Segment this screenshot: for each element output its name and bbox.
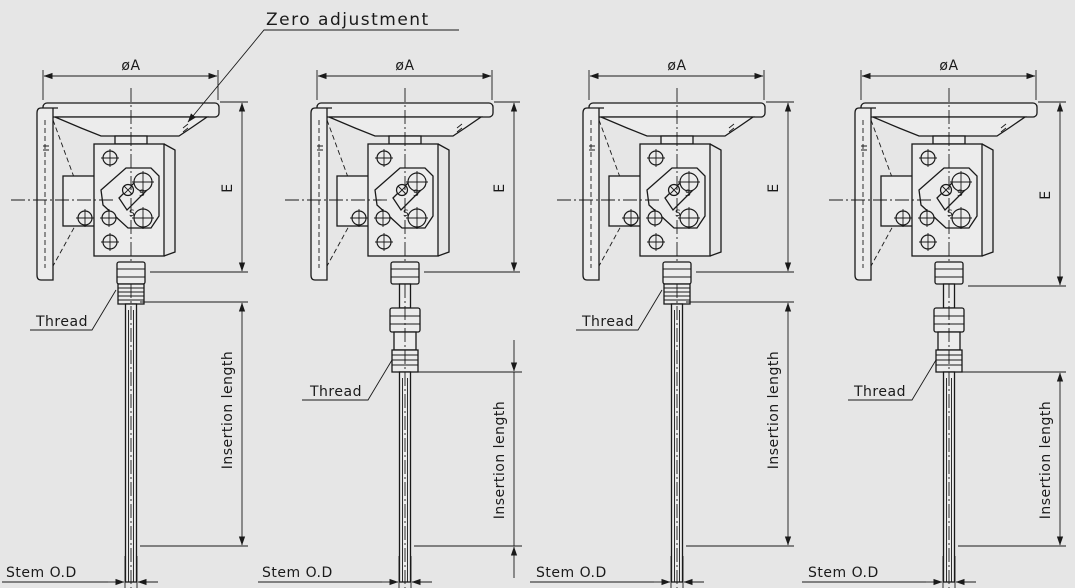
e-label-c: E: [766, 183, 782, 192]
e-label-b: E: [492, 183, 508, 192]
stem-od-label-a: Stem O.D: [6, 565, 77, 581]
diameter-label-c: øA: [667, 58, 686, 74]
diameter-label-a: øA: [121, 58, 140, 74]
insertion-length-label-a: Insertion length: [220, 351, 236, 470]
diameter-label-b: øA: [395, 58, 414, 74]
gauge-head-d: [828, 87, 1038, 285]
stem-od-label-b: Stem O.D: [262, 565, 333, 581]
e-label-a: E: [220, 183, 236, 192]
zero-adjustment-label: Zero adjustment: [266, 10, 430, 30]
thread-label-a: Thread: [35, 314, 88, 330]
stem-od-label-d: Stem O.D: [808, 565, 879, 581]
gauge-head-a: [10, 87, 220, 285]
variant-d-drawing: øA E Insertion length Thread Stem O.D: [802, 58, 1066, 588]
insertion-length-label-d: Insertion length: [1038, 401, 1054, 520]
insertion-length-label-c: Insertion length: [766, 351, 782, 470]
e-label-d: E: [1038, 190, 1054, 199]
insertion-length-label-b: Insertion length: [492, 401, 508, 520]
gauge-head-c: [556, 87, 766, 285]
thread-label-d: Thread: [853, 384, 906, 400]
variant-c-drawing: øA E Insertion length Thread Stem O.D: [530, 58, 794, 588]
variant-b-drawing: øA E Insertion length Thread Stem O.D: [258, 58, 522, 588]
thread-label-b: Thread: [309, 384, 362, 400]
variant-a-drawing: øA E Insertion length Thread Stem O.D Ze…: [2, 10, 459, 588]
gauge-head-b: [284, 87, 494, 285]
thread-label-c: Thread: [581, 314, 634, 330]
diameter-label-d: øA: [939, 58, 958, 74]
stem-od-label-c: Stem O.D: [536, 565, 607, 581]
